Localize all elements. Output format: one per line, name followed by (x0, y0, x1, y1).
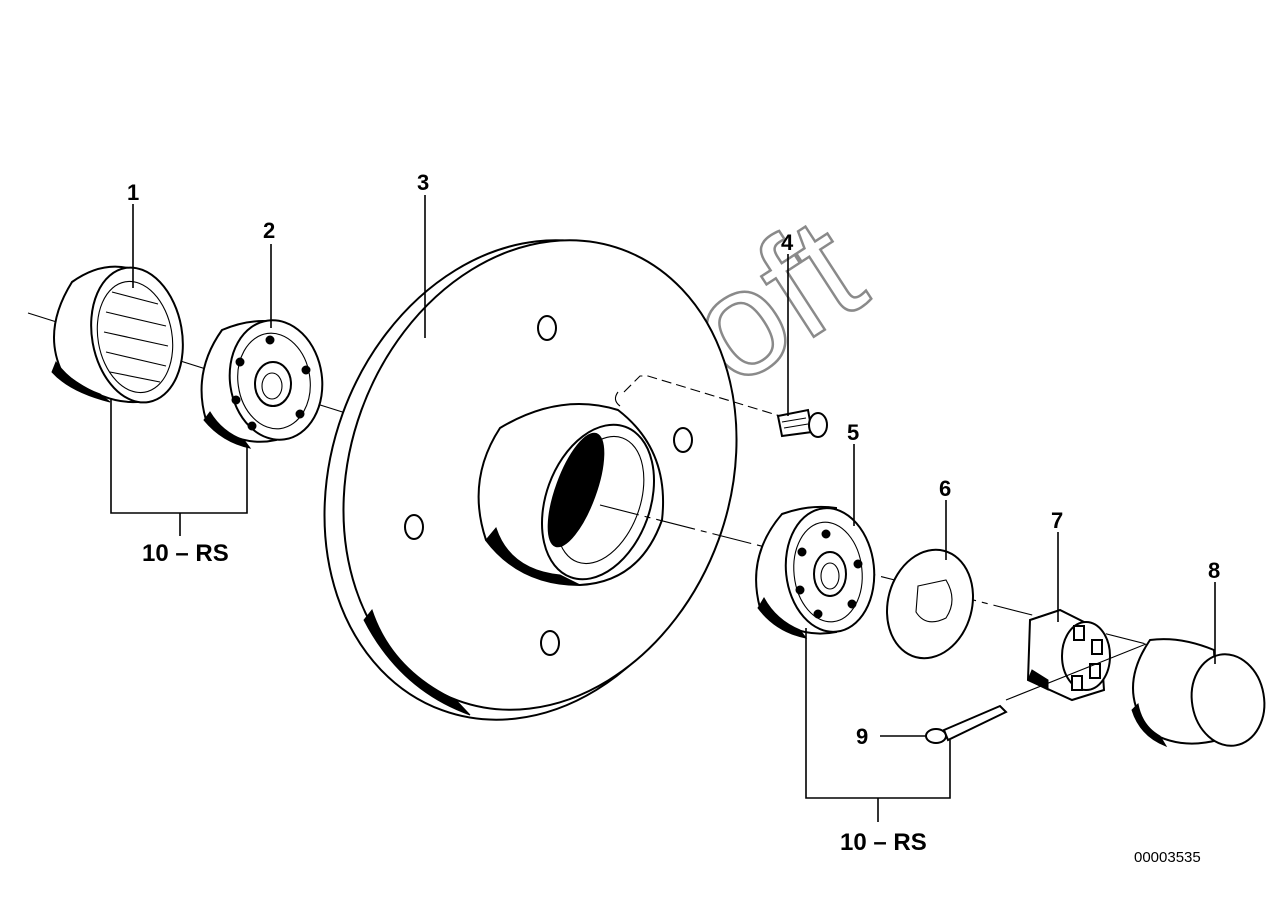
castle-nut-part (1026, 608, 1111, 702)
outer-bearing-part (200, 319, 324, 449)
part-label-3: 3 (417, 170, 429, 195)
part-label-4: 4 (781, 230, 794, 255)
inner-bearing-part (755, 505, 876, 639)
part-label-8: 8 (1208, 558, 1220, 583)
washer-part (886, 548, 974, 660)
threaded-ring-part (51, 265, 184, 404)
group-bracket-left (110, 398, 248, 514)
group-label-left: 10 – RS (142, 540, 229, 567)
part-label-5: 5 (847, 420, 859, 445)
part-label-2: 2 (263, 218, 275, 243)
part-label-7: 7 (1051, 508, 1063, 533)
cotter-pin-part (925, 643, 1147, 744)
group-label-right: 10 – RS (840, 829, 927, 856)
drawing-code: 00003535 (1134, 849, 1201, 866)
part-label-1: 1 (127, 180, 139, 205)
bolt-part (614, 375, 828, 438)
wheel-hub-part (323, 239, 738, 721)
part-label-6: 6 (939, 476, 951, 501)
grease-cap-part (1131, 638, 1266, 747)
part-label-9: 9 (856, 724, 868, 749)
